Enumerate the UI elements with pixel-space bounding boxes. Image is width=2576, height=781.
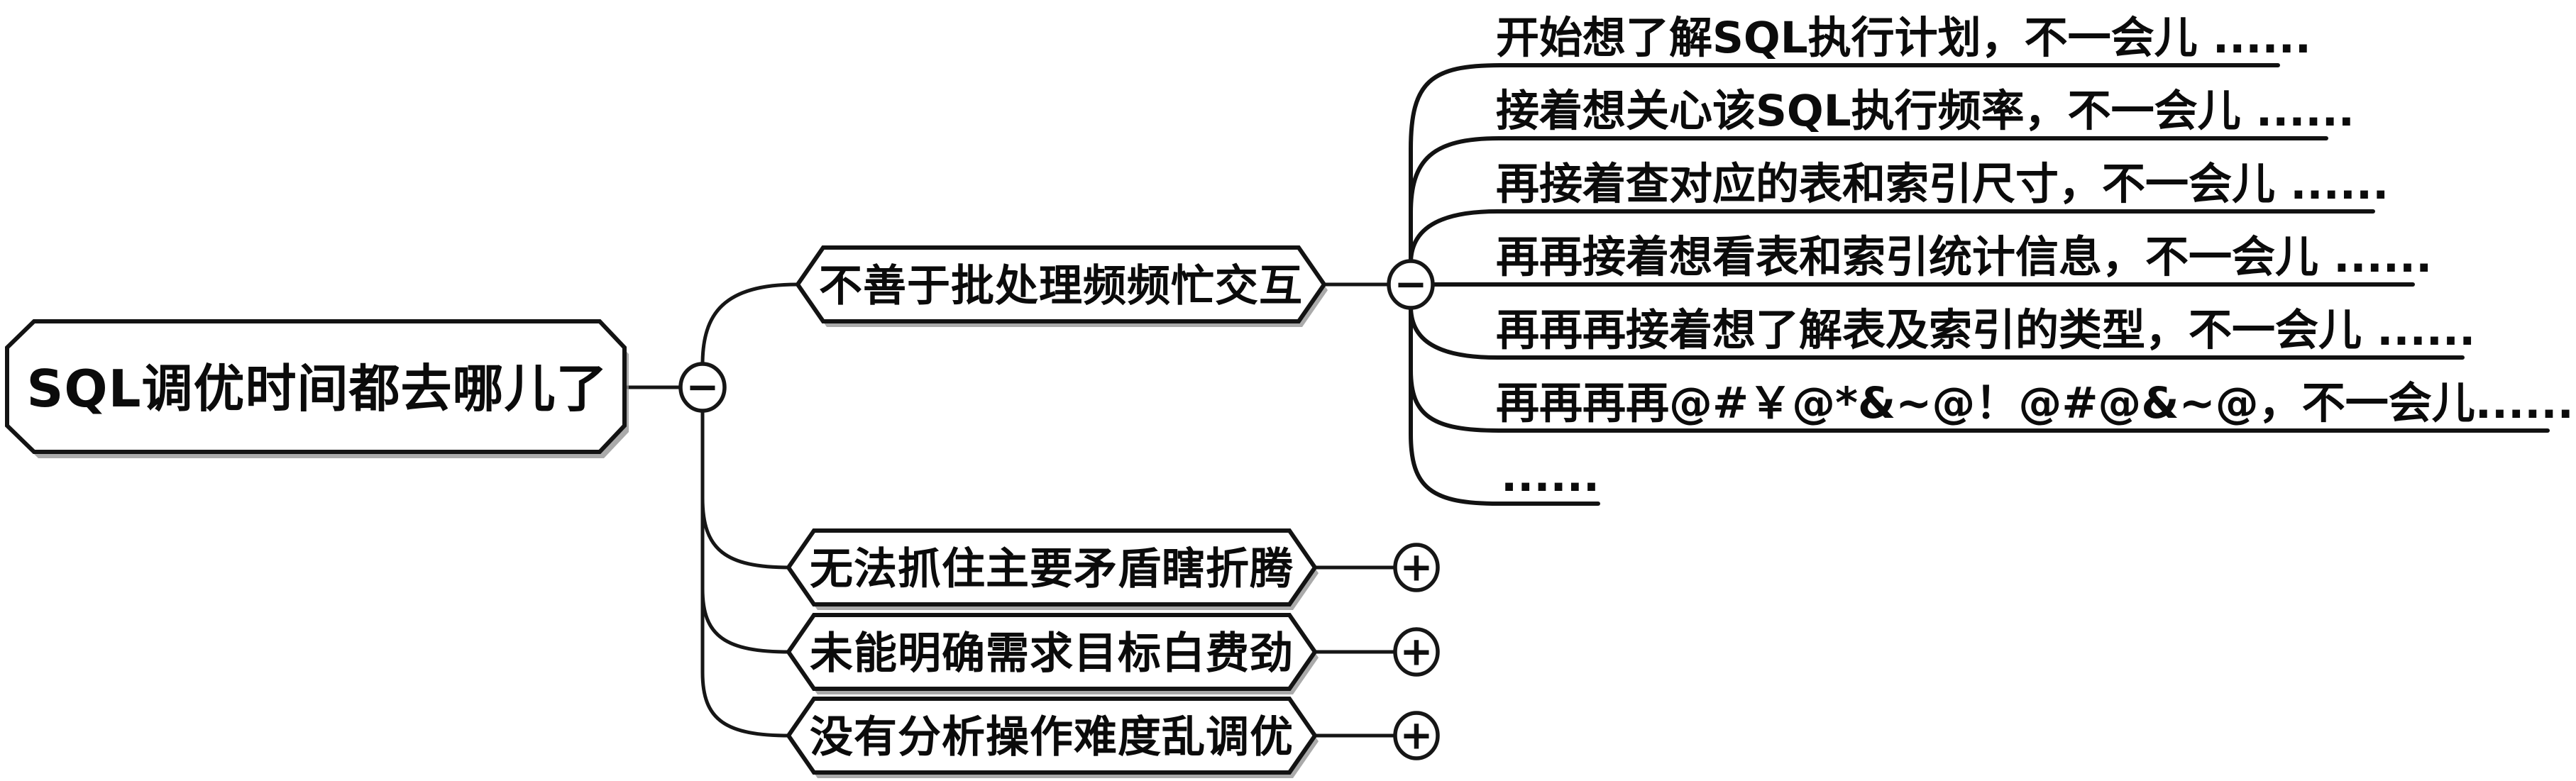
leaf-connectors [1409, 63, 2550, 506]
edge-leaf-1 [1409, 63, 2280, 265]
toggle-root-collapse[interactable]: − [678, 362, 727, 413]
leaf-topic-label-2[interactable]: 接着想关心该SQL执行频率，不一会儿 ...... [1496, 86, 2355, 136]
branch-node-3: 未能明确需求目标白费劲 [786, 613, 1319, 694]
root-connectors [625, 282, 1396, 738]
toggle-branch1-collapse[interactable]: − [1387, 259, 1435, 310]
branch-node-box-1[interactable] [795, 245, 1327, 323]
collapse-icon[interactable]: − [686, 365, 720, 411]
collapse-toggle-circle[interactable] [678, 362, 727, 413]
root-node-label: SQL调优时间都去哪儿了 [27, 359, 608, 419]
collapse-toggle-circle[interactable] [1387, 259, 1435, 310]
leaf-topic-label-5[interactable]: 再再再接着想了解表及索引的类型，不一会儿 ...... [1496, 305, 2475, 355]
edge-to-branch-1 [700, 282, 799, 367]
branch-node-1: 不善于批处理频频忙交互 [795, 245, 1328, 327]
expand-toggle-circle[interactable] [1393, 627, 1440, 677]
branch-node-label-3: 未能明确需求目标白费劲 [810, 628, 1294, 679]
edge-to-branch-4 [700, 408, 792, 738]
leaf-topic-label-3[interactable]: 再接着查对应的表和索引尺寸，不一会儿 ...... [1496, 159, 2389, 209]
branch-node-label-2: 无法抓住主要矛盾瞎折腾 [810, 544, 1294, 594]
expand-icon[interactable]: + [1400, 629, 1433, 675]
edge-leaf-3 [1409, 209, 2375, 265]
leaf-topic-label-4[interactable]: 再再接着想看表和索引统计信息，不一会儿 ...... [1496, 232, 2432, 282]
edge-to-branch-3 [700, 408, 792, 654]
root-node: SQL调优时间都去哪儿了 [5, 319, 629, 458]
expand-icon[interactable]: + [1400, 713, 1433, 759]
edge-leaf-7 [1409, 304, 1600, 506]
toggle-branch3-expand[interactable]: + [1393, 627, 1440, 677]
toggle-branch2-expand[interactable]: + [1393, 543, 1440, 592]
expand-toggle-circle[interactable] [1393, 711, 1440, 760]
collapse-icon[interactable]: − [1394, 262, 1428, 308]
leaf-topic-label-6[interactable]: 再再再再@#￥@*&~@！@#@&~@，不一会儿...... [1496, 378, 2574, 428]
toggle-branch4-expand[interactable]: + [1393, 711, 1440, 760]
edge-to-branch-2 [700, 408, 792, 570]
branch-node-box-2[interactable] [786, 528, 1318, 606]
edge-leaf-2 [1409, 136, 2328, 265]
branch-node-2: 无法抓住主要矛盾瞎折腾 [786, 528, 1319, 610]
expand-icon[interactable]: + [1400, 545, 1433, 591]
branch-node-label-4: 没有分析操作难度乱调优 [810, 712, 1294, 763]
branch-node-4: 没有分析操作难度乱调优 [786, 697, 1319, 778]
branch-node-label-1: 不善于批处理频频忙交互 [819, 261, 1303, 311]
branch-node-box-4[interactable] [786, 697, 1318, 775]
leaf-topic-label-1[interactable]: 开始想了解SQL执行计划，不一会儿 ...... [1496, 13, 2311, 63]
leaf-topic-label-7[interactable]: ...... [1501, 451, 1600, 502]
leaf-topics: 开始想了解SQL执行计划，不一会儿 ...... 接着想关心该SQL执行频率，不… [1496, 13, 2574, 502]
expand-toggle-circle[interactable] [1393, 543, 1440, 592]
branch-node-box-3[interactable] [786, 613, 1318, 691]
root-node-box[interactable] [5, 319, 627, 454]
